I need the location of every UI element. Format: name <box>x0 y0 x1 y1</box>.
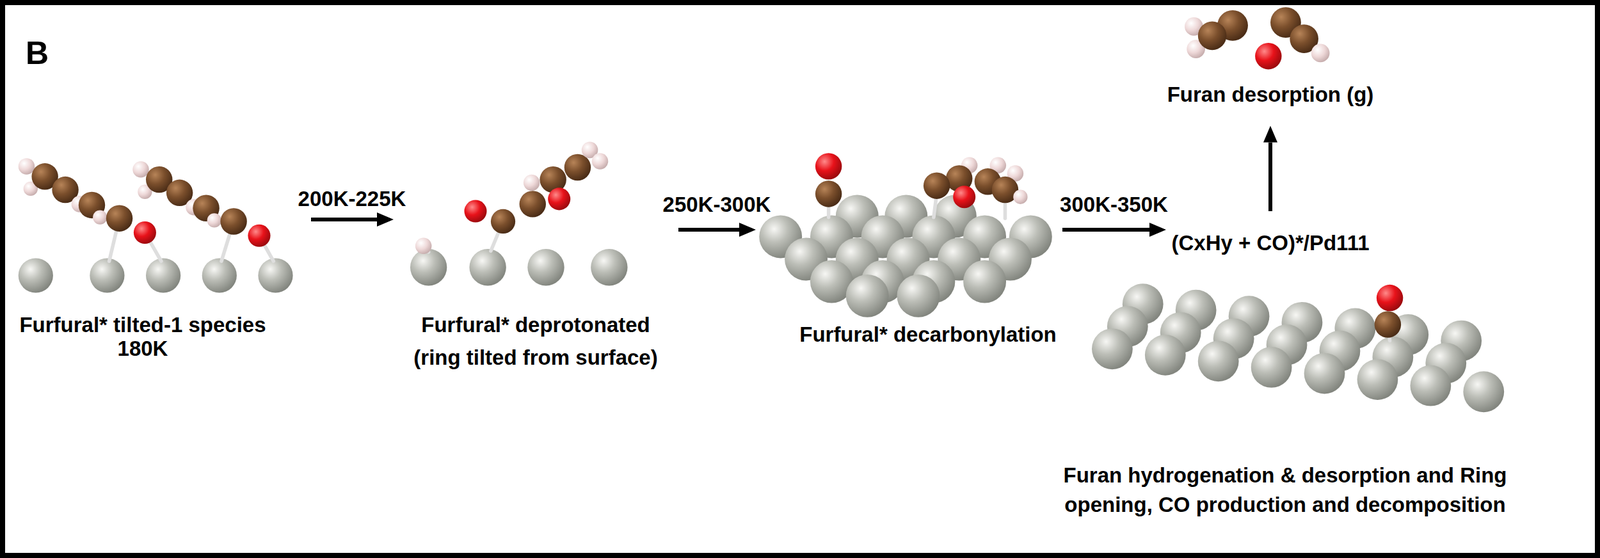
o-atom <box>547 187 571 210</box>
h-atom <box>523 174 541 192</box>
o-atom <box>815 152 842 180</box>
pd-atom <box>1144 334 1186 376</box>
arrow-connector <box>678 227 740 232</box>
pd-atom <box>1251 346 1293 388</box>
stage-node: Furfural* decarbonylation <box>755 102 1063 352</box>
c-atom <box>923 172 950 199</box>
pd-atom <box>410 248 447 286</box>
pd-atom <box>89 257 125 293</box>
connector-group <box>311 142 1271 230</box>
furan-art <box>1184 7 1330 70</box>
h-atom <box>92 209 107 224</box>
pd-atom <box>590 248 628 286</box>
pd-atom <box>145 257 181 293</box>
stage-2-art <box>759 152 1053 318</box>
c-atom <box>519 190 546 217</box>
o-atom <box>952 185 976 208</box>
pd-atom <box>1304 353 1346 395</box>
temperature-label: 200K-225K <box>298 186 407 212</box>
h-atom <box>18 158 36 175</box>
o-atom <box>1376 284 1403 312</box>
pd-atom <box>1463 371 1504 413</box>
pd-atom <box>18 257 54 293</box>
stage-node: Furan desorption (g) <box>1161 76 1380 127</box>
stage-label: (CxHy + CO)*/Pd111 <box>1171 230 1369 256</box>
stage-label: Furan desorption (g) <box>1167 81 1375 108</box>
c-atom <box>815 180 842 207</box>
molecule-art <box>18 7 1504 413</box>
c-atom <box>564 154 591 181</box>
stage-label: Furfural* tilted-1 species <box>19 313 266 337</box>
stage-node: Furfural* tilted-1 species180K <box>12 102 312 365</box>
h-atom <box>415 237 432 255</box>
h-atom <box>207 213 222 228</box>
pd-atom <box>1198 341 1240 383</box>
h-atom <box>592 152 609 170</box>
o-atom <box>1255 42 1282 70</box>
pd-atom <box>963 260 1007 304</box>
stage-label: Furfural* decarbonylation <box>799 321 1057 348</box>
o-atom <box>133 221 157 244</box>
stage-node: (CxHy + CO)*/Pd111 <box>1165 211 1376 259</box>
pd-atom <box>846 274 889 318</box>
c-atom <box>490 209 516 234</box>
stage-node: Furfural* deprotonated (ring tilted from… <box>392 102 679 378</box>
arrow-connector <box>1268 142 1273 212</box>
stage-3-art <box>1091 283 1504 413</box>
arrow-connector <box>1062 227 1150 232</box>
o-atom <box>464 200 487 223</box>
stage-1-art <box>410 142 628 287</box>
pd-atom <box>1091 328 1133 370</box>
stage-label: 180K <box>117 337 169 361</box>
pd-atom <box>469 248 506 286</box>
c-atom <box>106 204 133 232</box>
pd-atom <box>896 274 940 318</box>
pd-atom <box>1357 359 1399 400</box>
arrow-connector <box>311 217 377 222</box>
c-atom <box>1198 21 1227 50</box>
h-atom <box>1013 190 1028 205</box>
o-atom <box>247 224 271 248</box>
pd-atom <box>202 257 237 293</box>
h-atom <box>132 161 150 178</box>
pd-atom <box>527 248 564 286</box>
pd-atom <box>257 257 293 293</box>
pd-atom <box>1409 365 1451 407</box>
temperature-label: 250K-300K <box>663 192 772 218</box>
panel-letter: B <box>25 37 49 70</box>
c-atom <box>1374 311 1401 338</box>
h-atom <box>1311 44 1330 63</box>
stage-label: Furfural* deprotonated (ring tilted from… <box>401 308 671 374</box>
stage-0-art <box>18 158 294 293</box>
stage-description: Furan hydrogenation & desorption and Rin… <box>1003 460 1567 520</box>
temperature-label: 300K-350K <box>1059 192 1168 218</box>
c-atom <box>220 208 247 235</box>
